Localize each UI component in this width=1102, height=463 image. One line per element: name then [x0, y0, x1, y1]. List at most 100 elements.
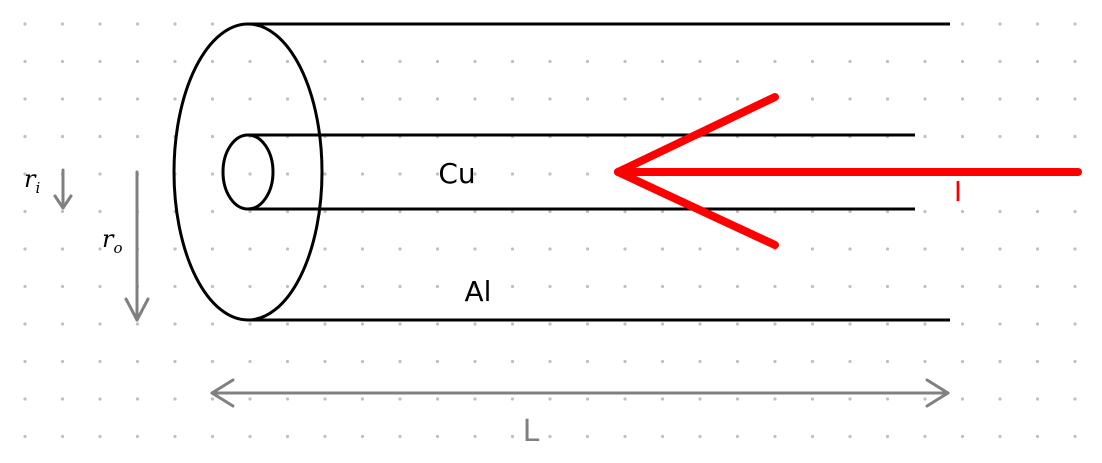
grid-dot	[923, 247, 927, 251]
grid-dot	[23, 209, 27, 214]
grid-dot	[473, 322, 477, 326]
grid-dot	[173, 359, 177, 364]
inner-end-face	[221, 133, 275, 211]
grid-dot	[323, 397, 327, 401]
grid-dot	[585, 359, 590, 364]
grid-dot	[923, 434, 927, 439]
grid-dot	[248, 284, 252, 289]
grid-dot	[360, 322, 365, 326]
grid-dot	[885, 359, 890, 364]
grid-dot	[248, 209, 252, 214]
current-label: I	[954, 175, 962, 208]
double-arrow-icon	[210, 378, 950, 408]
grid-dot	[98, 172, 102, 176]
grid-dot	[960, 397, 965, 401]
grid-dot	[998, 359, 1002, 364]
grid-dot	[735, 397, 740, 401]
grid-dot	[1035, 134, 1040, 139]
grid-dot	[60, 284, 65, 289]
grid-dot	[660, 359, 665, 364]
grid-dot	[285, 247, 290, 251]
grid-dot	[98, 59, 102, 64]
grid-dot	[323, 97, 327, 101]
grid-dot	[585, 59, 590, 64]
grid-dot	[810, 59, 815, 64]
grid-dot	[248, 97, 252, 101]
grid-dot	[60, 247, 65, 251]
grid-dot	[660, 247, 665, 251]
grid-dot	[248, 434, 252, 439]
grid-dot	[510, 247, 515, 251]
grid-dot	[173, 22, 177, 26]
grid-dot	[998, 434, 1002, 439]
grid-dot	[360, 97, 365, 101]
inner-material-label: Cu	[438, 157, 475, 190]
grid-dot	[923, 322, 927, 326]
grid-dot	[285, 59, 290, 64]
grid-dot	[323, 322, 327, 326]
grid-dot	[323, 284, 327, 289]
grid-dot	[473, 247, 477, 251]
outer-radius-symbol: r	[102, 225, 115, 253]
grid-dot	[885, 59, 890, 64]
outer-radius-label: ro	[102, 225, 123, 257]
grid-dot	[810, 359, 815, 364]
grid-dot	[210, 97, 215, 101]
grid-dot	[510, 322, 515, 326]
grid-dot	[510, 434, 515, 439]
grid-dot	[773, 322, 777, 326]
grid-dot	[623, 434, 627, 439]
grid-dot	[1073, 284, 1077, 289]
grid-dot	[23, 322, 27, 326]
grid-dot	[998, 322, 1002, 326]
grid-dot	[248, 59, 252, 64]
grid-dot	[510, 172, 515, 176]
grid-dot	[548, 434, 552, 439]
grid-dot	[473, 172, 477, 176]
grid-dot	[848, 209, 852, 214]
grid-dot	[23, 59, 27, 64]
grid-dot	[60, 397, 65, 401]
grid-dot	[210, 172, 215, 176]
grid-dot	[98, 397, 102, 401]
grid-dot	[810, 247, 815, 251]
grid-dot	[623, 97, 627, 101]
grid-dot	[810, 209, 815, 214]
grid-dot	[135, 59, 140, 64]
grid-dot	[548, 322, 552, 326]
grid-dot	[98, 359, 102, 364]
grid-dot	[623, 59, 627, 64]
grid-dot	[1035, 59, 1040, 64]
grid-dot	[23, 134, 27, 139]
grid-dot	[210, 284, 215, 289]
grid-dot	[510, 209, 515, 214]
grid-dot	[998, 134, 1002, 139]
grid-dot	[585, 397, 590, 401]
grid-dot	[60, 209, 65, 214]
grid-dot	[848, 359, 852, 364]
grid-dot	[285, 359, 290, 364]
grid-dot	[585, 247, 590, 251]
grid-dot	[960, 322, 965, 326]
grid-dot	[473, 59, 477, 64]
grid-dot	[285, 284, 290, 289]
grid-dot	[435, 397, 440, 401]
grid-dot	[285, 434, 290, 439]
grid-dot	[1073, 247, 1077, 251]
grid-dot	[698, 322, 702, 326]
grid-dot	[435, 209, 440, 214]
grid-dot	[660, 434, 665, 439]
grid-dot	[773, 397, 777, 401]
inner-radius-dimension: ri	[24, 165, 73, 210]
grid-dot	[135, 359, 140, 364]
grid-dot	[360, 172, 365, 176]
grid-dot	[210, 22, 215, 26]
outer-radius-subscript: o	[113, 239, 122, 257]
grid-dot	[885, 397, 890, 401]
grid-dot	[1073, 397, 1077, 401]
grid-dot	[698, 97, 702, 101]
grid-dot	[510, 59, 515, 64]
grid-dot	[210, 247, 215, 251]
grid-dot	[698, 59, 702, 64]
grid-dot	[98, 134, 102, 139]
